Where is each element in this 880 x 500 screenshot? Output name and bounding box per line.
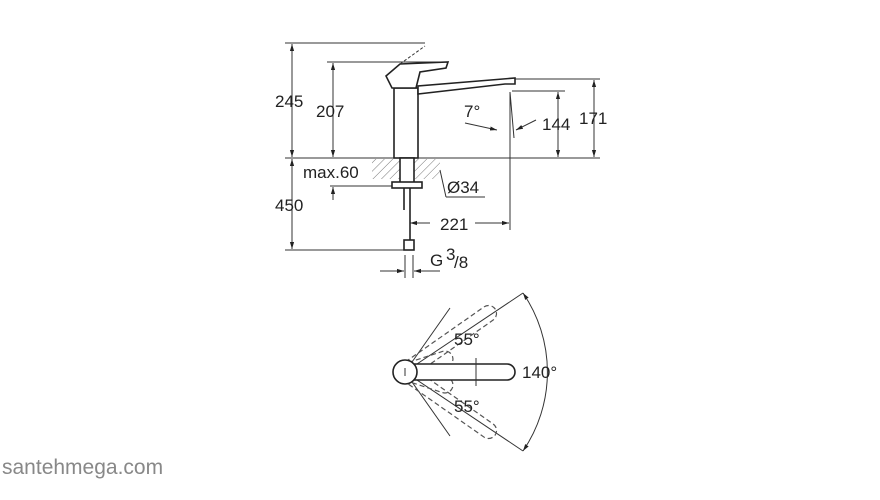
connector	[403, 239, 415, 251]
faucet-spout	[417, 77, 516, 95]
svg-text:/8: /8	[454, 253, 468, 272]
top-view	[392, 292, 548, 452]
rotation-arc	[522, 292, 548, 452]
labels: 245 207 171 144 7° max.60 Ø34 450 221 G …	[275, 92, 607, 416]
faucet-handle	[385, 61, 450, 89]
label-lower-55: 55°	[454, 397, 480, 416]
label-140: 140°	[522, 363, 557, 382]
label-max60: max.60	[303, 163, 359, 182]
faucet-body	[393, 87, 419, 159]
watermark: santehmega.com	[2, 456, 164, 479]
label-upper-55: 55°	[454, 330, 480, 349]
label-7deg: 7°	[464, 102, 480, 121]
label-450: 450	[275, 196, 303, 215]
label-connection: G	[430, 251, 443, 270]
label-207: 207	[316, 102, 344, 121]
label-d34: Ø34	[447, 178, 479, 197]
label-221: 221	[440, 215, 468, 234]
side-view	[285, 42, 600, 278]
shank	[399, 157, 415, 184]
label-245: 245	[275, 92, 303, 111]
label-144: 144	[542, 115, 570, 134]
svg-text:3: 3	[446, 245, 455, 264]
label-171: 171	[579, 109, 607, 128]
